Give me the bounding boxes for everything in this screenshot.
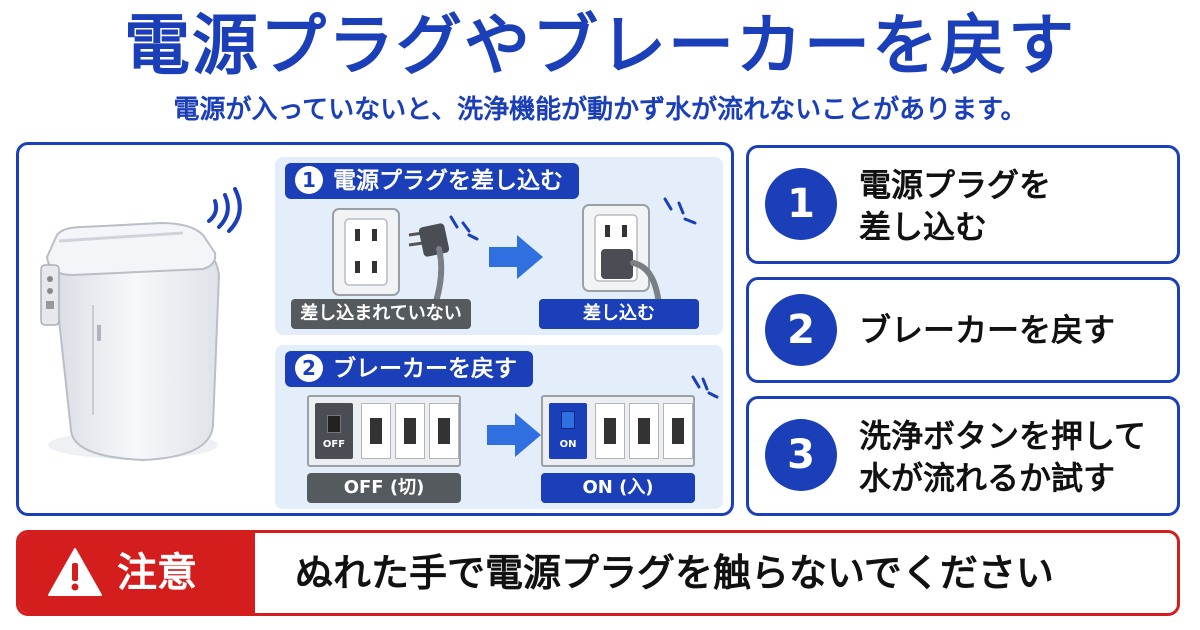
breaker-off-label: OFF (切) — [307, 473, 461, 503]
step-text: ブレーカーを戻す — [859, 309, 1115, 351]
signal-waves-icon — [691, 375, 719, 399]
outlet-icon — [332, 208, 400, 296]
plug-icon — [408, 215, 479, 308]
step2-number: 2 — [295, 353, 323, 382]
step1-heading-text: 電源プラグを差し込む — [333, 168, 563, 194]
step-text: 電源プラグを 差し込む — [859, 164, 1051, 248]
step-card-3: 3 洗浄ボタンを押して 水が流れるか試す — [746, 396, 1180, 516]
step1-number: 1 — [295, 165, 323, 194]
caution-message: ぬれた手で電源プラグを触らないでください — [295, 551, 1054, 595]
caution-tag: 注意 — [19, 533, 255, 613]
breaker-off-icon: OFF — [307, 395, 461, 467]
breaker-on-icon: ON — [541, 395, 695, 467]
step-number-badge: 2 — [765, 294, 837, 366]
page-title: 電源プラグやブレーカーを戻す — [124, 7, 1076, 84]
step-text: 洗浄ボタンを押して 水が流れるか試す — [859, 415, 1146, 499]
outlet-plugged-icon — [582, 197, 697, 307]
warning-triangle-icon — [48, 548, 102, 596]
step-text-line: ブレーカーを戻す — [859, 311, 1116, 349]
step1-heading: 1 電源プラグを差し込む — [285, 163, 579, 199]
step-text-line: 差し込む — [859, 208, 988, 246]
toilet-icon — [40, 221, 221, 462]
off-switch-text: OFF — [322, 439, 346, 450]
step-text-line: 電源プラグを — [859, 166, 1052, 204]
illustration-panel: 1 電源プラグを差し込む 差し込まれていない — [16, 142, 734, 516]
unplugged-label: 差し込まれていない — [291, 299, 471, 329]
step-number-badge: 1 — [765, 168, 837, 240]
breaker-on-label: ON (入) — [541, 473, 695, 503]
step2-heading: 2 ブレーカーを戻す — [285, 351, 533, 387]
step-card-1: 1 電源プラグを 差し込む — [746, 145, 1180, 264]
step-text-line: 水が流れるか試す — [859, 459, 1116, 497]
page-subtitle: 電源が入っていないと、洗浄機能が動かず水が流れないことがあります。 — [173, 95, 1027, 125]
caution-label: 注意 — [117, 550, 197, 596]
step-text-line: 洗浄ボタンを押して — [859, 417, 1147, 455]
step1-illustration: 1 電源プラグを差し込む 差し込まれていない — [275, 157, 723, 335]
step-card-2: 2 ブレーカーを戻す — [746, 277, 1180, 383]
plugged-label: 差し込む — [539, 299, 699, 329]
caution-banner: 注意 ぬれた手で電源プラグを触らないでください — [16, 530, 1180, 616]
on-switch-text: ON — [559, 439, 577, 450]
arrow-right-icon — [489, 235, 543, 279]
signal-waves-icon — [207, 187, 242, 233]
arrow-right-icon — [487, 413, 541, 457]
step2-heading-text: ブレーカーを戻す — [333, 356, 517, 382]
step-number-badge: 3 — [765, 419, 837, 491]
